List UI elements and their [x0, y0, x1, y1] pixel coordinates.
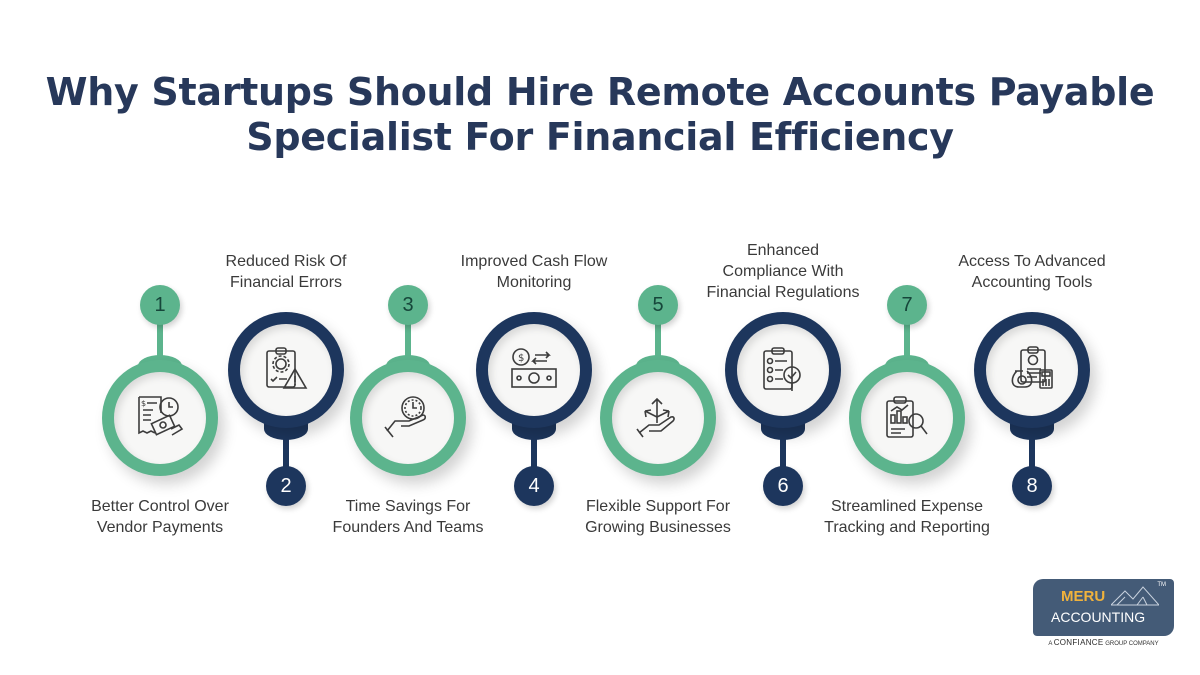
cash-flow-exchange-icon: $ [511, 348, 557, 388]
hand-clock-icon [384, 396, 427, 438]
report-chart-magnifier-icon [886, 396, 928, 438]
step-label: Enhanced Compliance With Financial Regul… [706, 242, 860, 301]
checklist-magnifier-icon [763, 347, 801, 391]
step-number-badge: 5 [638, 285, 678, 325]
step-ring [102, 360, 218, 476]
step-label: Flexible Support For Growing Businesses [585, 498, 731, 536]
invoice-cash-clock-icon: $ [138, 396, 184, 436]
connector-stem [904, 322, 910, 372]
connector-stem [531, 420, 537, 472]
meru-accounting-logo: MERU TM ACCOUNTING [1033, 579, 1174, 636]
step-label: Reduced Risk Of Financial Errors [225, 253, 347, 291]
mountain-icon [1111, 586, 1159, 606]
step-number-badge: 7 [887, 285, 927, 325]
step-label: Improved Cash Flow Monitoring [460, 253, 608, 291]
connector-stem [157, 322, 163, 372]
page-title: Why Startups Should Hire Remote Accounts… [0, 70, 1200, 160]
logo-brand-bottom: ACCOUNTING [1051, 609, 1146, 625]
svg-text:$: $ [518, 353, 524, 364]
step-number-badge: 2 [266, 466, 306, 506]
hand-growth-arrows-icon [636, 397, 675, 438]
step-ring [476, 312, 592, 428]
svg-text:$: $ [141, 399, 146, 408]
trademark-symbol: TM [1157, 582, 1166, 588]
title-line-1: Why Startups Should Hire Remote Accounts… [45, 70, 1155, 114]
logo-tagline: A CONFIANCE GROUP COMPANY [1048, 638, 1159, 647]
connector-stem [283, 420, 289, 472]
step-number-badge: 4 [514, 466, 554, 506]
title-line-2: Specialist For Financial Efficiency [246, 115, 954, 159]
money-bag-calculator-icon [1011, 346, 1053, 389]
logo-brand-top: MERU [1061, 588, 1106, 605]
connector-stem [780, 420, 786, 472]
step-ring [974, 312, 1090, 428]
step-number-badge: 3 [388, 285, 428, 325]
step-ring [600, 360, 716, 476]
clipboard-gear-warning-icon [266, 347, 308, 389]
confiance-brand: CONFIANCE [1053, 638, 1104, 647]
connector-stem [405, 322, 411, 372]
step-label: Access To Advanced Accounting Tools [958, 253, 1106, 291]
connector-stem [655, 322, 661, 372]
connector-stem [1029, 420, 1035, 472]
step-label: Better Control Over Vendor Payments [91, 498, 229, 536]
step-number-badge: 6 [763, 466, 803, 506]
step-label: Time Savings For Founders And Teams [332, 498, 484, 536]
step-label: Streamlined Expense Tracking and Reporti… [824, 498, 990, 536]
step-number-badge: 8 [1012, 466, 1052, 506]
step-ring [228, 312, 344, 428]
step-number-badge: 1 [140, 285, 180, 325]
